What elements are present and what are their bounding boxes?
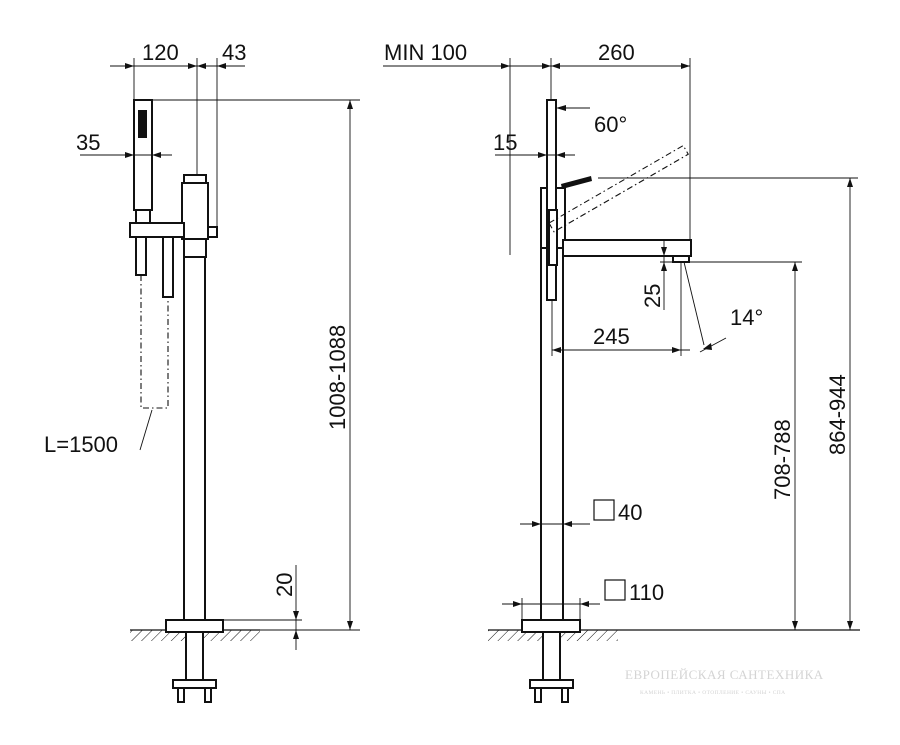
side-view: MIN 100 260 15 60° 25 245 14° 708-788 86… bbox=[383, 40, 860, 703]
side-underground-leg-left bbox=[534, 687, 542, 703]
front-base-plate bbox=[165, 619, 224, 633]
dim-tube40-label: 40 bbox=[618, 500, 642, 525]
dim-min100-label: MIN 100 bbox=[384, 40, 467, 65]
front-view: 120 43 35 L=1500 1008-1088 20 bbox=[44, 40, 360, 703]
front-underground-rod bbox=[185, 631, 204, 681]
side-lever-open bbox=[548, 144, 689, 233]
dim-260-label: 260 bbox=[598, 40, 635, 65]
square-symbol-110 bbox=[604, 579, 626, 601]
front-holder bbox=[129, 222, 185, 238]
dim-120-label: 120 bbox=[142, 40, 179, 65]
front-underground-leg-right bbox=[204, 687, 212, 703]
side-hand-shower bbox=[546, 99, 557, 301]
front-hose-connector bbox=[162, 236, 174, 298]
front-knob bbox=[207, 226, 218, 238]
side-lever bbox=[561, 176, 592, 189]
side-hand-shower-lower bbox=[548, 209, 558, 266]
dim-35-label: 35 bbox=[76, 130, 100, 155]
watermark-brand: ЕВРОПЕЙСКАЯ САНТЕХНИКА bbox=[625, 667, 824, 682]
dim-25-label: 25 bbox=[640, 284, 665, 308]
dim-spout-height-label: 708-788 bbox=[770, 419, 795, 500]
dim-245-label: 245 bbox=[593, 324, 630, 349]
watermark: ЕВРОПЕЙСКАЯ САНТЕХНИКА КАМЕНЬ • ПЛИТКА •… bbox=[625, 667, 824, 696]
watermark-tagline: КАМЕНЬ • ПЛИТКА • ОТОПЛЕНИЕ • САУНЫ • СП… bbox=[640, 690, 786, 696]
side-underground-leg-right bbox=[561, 687, 569, 703]
dim-43-label: 43 bbox=[222, 40, 246, 65]
front-aerator bbox=[183, 238, 207, 258]
front-hand-shower-head bbox=[138, 110, 147, 138]
front-underground-nut bbox=[172, 679, 217, 689]
dim-height-total-label: 1008-1088 bbox=[325, 325, 350, 430]
hose-length-label: L=1500 bbox=[44, 432, 118, 457]
dim-angle14-label: 14° bbox=[730, 305, 763, 330]
front-hand-shower-connector bbox=[135, 236, 147, 276]
front-underground-leg-left bbox=[177, 687, 185, 703]
dim-20-label: 20 bbox=[272, 573, 297, 597]
square-symbol-40 bbox=[593, 499, 615, 521]
dim-lever-height-label: 864-944 bbox=[825, 374, 850, 455]
front-mixer-body bbox=[181, 182, 209, 240]
dim-angle60-label: 60° bbox=[594, 112, 627, 137]
hose-leader bbox=[139, 409, 153, 451]
dim-base110-label: 110 bbox=[629, 580, 664, 605]
dim-15-label: 15 bbox=[493, 130, 517, 155]
side-base-plate bbox=[521, 619, 581, 633]
side-aerator bbox=[672, 255, 690, 263]
front-hand-shower-collar bbox=[135, 209, 151, 224]
front-lever bbox=[183, 174, 207, 184]
side-underground-rod bbox=[542, 631, 561, 681]
side-underground-nut bbox=[529, 679, 574, 689]
side-spout bbox=[562, 239, 692, 257]
